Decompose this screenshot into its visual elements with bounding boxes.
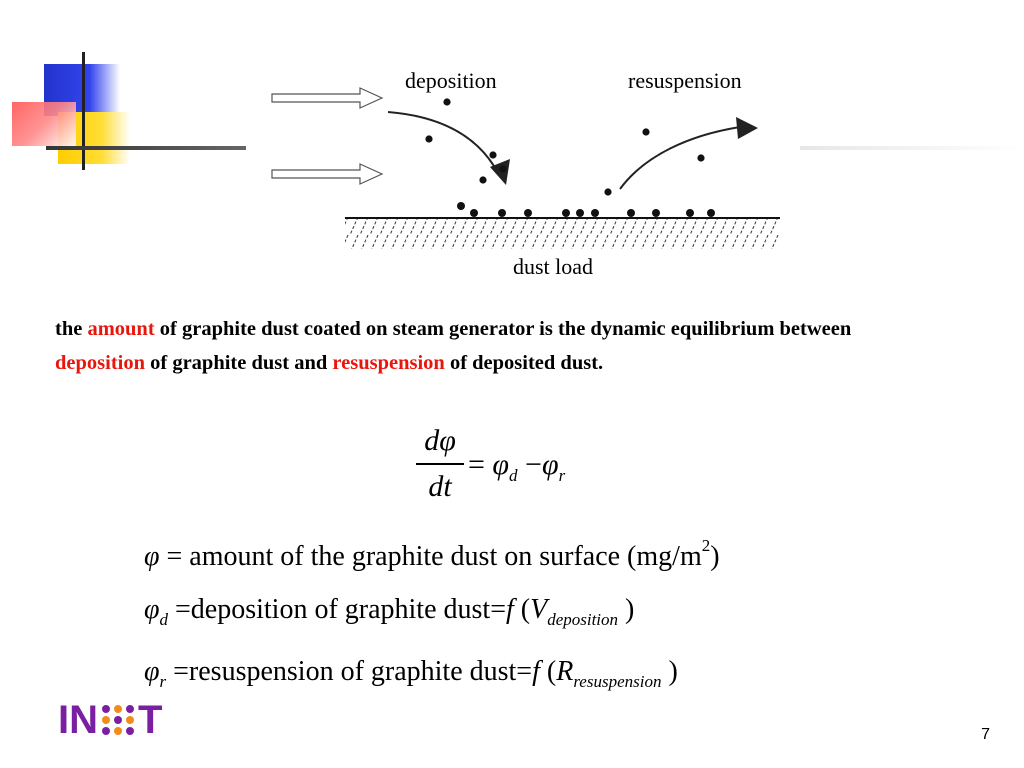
def2-f: f	[505, 594, 514, 625]
definition-phi-d: φd =deposition of graphite dust=f (Vdepo…	[144, 594, 634, 630]
label-resuspension: resuspension	[628, 68, 742, 93]
def2-text: =deposition of graphite dust=	[168, 594, 506, 625]
eq-sub-d: d	[509, 466, 518, 485]
def3-f: f	[532, 656, 540, 687]
eq-equals: =	[468, 448, 485, 481]
equation-rhs: = φd −φr	[468, 448, 565, 486]
resuspension-curve-arrow	[619, 126, 741, 190]
deposition-curve-arrow	[387, 111, 499, 174]
flow-arrow-upper	[271, 87, 384, 109]
para-highlight-resuspension: resuspension	[332, 352, 445, 374]
decor-horizontal-line-left	[46, 146, 246, 150]
resuspension-arrowhead	[736, 117, 758, 139]
decor-red-square	[12, 102, 76, 146]
surface-particles	[457, 202, 715, 217]
def2-phi: φ	[144, 594, 160, 625]
flow-arrow-lower	[271, 163, 384, 185]
para-highlight-deposition: deposition	[55, 352, 145, 374]
para-text-2: of graphite dust coated on steam generat…	[154, 318, 852, 340]
para-highlight-amount: amount	[87, 318, 155, 340]
def2-var: V	[530, 594, 548, 625]
def3-text: =resuspension of graphite dust=	[166, 656, 533, 687]
label-dust-load: dust load	[513, 254, 593, 279]
label-deposition: deposition	[405, 68, 497, 93]
page-number: 7	[981, 726, 990, 743]
def1-close: )	[710, 541, 720, 572]
eq-minus: −	[525, 448, 542, 481]
fraction-denominator: dt	[428, 470, 452, 503]
def2-sub: d	[159, 610, 169, 629]
para-text-1: the	[55, 318, 88, 340]
deposition-resuspension-diagram: deposition resuspension dust load	[271, 68, 780, 279]
definition-phi-r: φr =resuspension of graphite dust=f (Rre…	[144, 656, 678, 692]
def1-equals: =	[159, 541, 190, 572]
def3-open: (	[539, 656, 557, 687]
def3-phi: φ	[144, 656, 160, 687]
airborne-particles	[425, 98, 705, 196]
eq-phi-d: φ	[492, 448, 510, 481]
logo-dot-grid-icon	[102, 705, 134, 735]
equation-fraction: dφ dt	[416, 423, 464, 505]
fraction-numerator: dφ	[424, 424, 456, 457]
def1-text: amount of the graphite dust on surface (…	[189, 541, 702, 572]
def3-var-sub: resuspension	[573, 672, 662, 691]
def2-open: (	[513, 594, 531, 625]
decor-vertical-line	[82, 52, 85, 170]
def3-var: R	[556, 656, 574, 687]
para-text-4: of deposited dust.	[444, 352, 604, 374]
description-paragraph: the amount of graphite dust coated on st…	[55, 312, 935, 380]
para-text-3: of graphite dust and	[145, 352, 333, 374]
logo-text-left: IN	[58, 698, 98, 742]
deposition-arrowhead	[490, 159, 510, 185]
def3-sub: r	[159, 672, 167, 691]
def2-var-sub: deposition	[547, 610, 619, 629]
def1-phi: φ	[144, 541, 160, 572]
def2-close: )	[618, 594, 635, 625]
def3-close: )	[661, 656, 678, 687]
eq-phi-r: φ	[541, 448, 559, 481]
eq-sub-r: r	[558, 466, 566, 485]
logo-text-right: T	[138, 698, 163, 742]
definition-phi: φ = amount of the graphite dust on surfa…	[144, 536, 720, 573]
decor-horizontal-line-right	[800, 146, 1024, 150]
fraction-bar	[416, 463, 464, 465]
def1-superscript: 2	[701, 536, 711, 555]
surface-hatching	[345, 219, 780, 249]
inet-logo: IN T	[58, 700, 162, 740]
